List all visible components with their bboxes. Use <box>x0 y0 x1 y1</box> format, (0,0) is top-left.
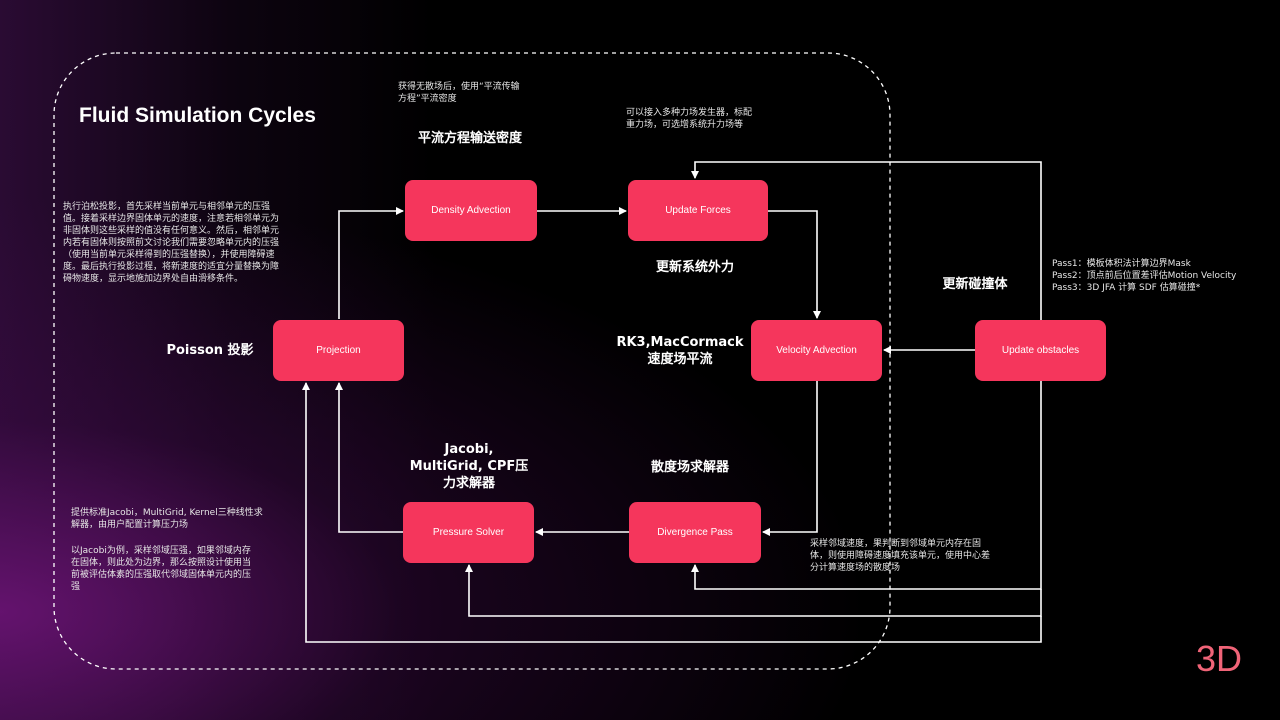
arrow-forces-to-velocity <box>768 210 821 319</box>
arrow-projection-to-density <box>338 207 404 319</box>
note-projection-line1: 执行泊松投影，首先采样当前单元与相邻单元的压强 <box>63 202 271 212</box>
note-solver-b-line2: 在固体，则此处为边界，那么按照设计使用当 <box>71 558 252 568</box>
note-projection-line6: 度。最后执行投影过程，将新速度的适宜分量替换为障 <box>63 262 280 272</box>
label-divergence-pass: 散度场求解器 <box>650 460 729 475</box>
corner-3d-label: 3D <box>1196 638 1243 679</box>
label-pressure-solver-line3: 力求解器 <box>442 476 495 491</box>
cycle-boundary <box>53 52 891 670</box>
arrow-velocity-to-divergence <box>762 381 818 536</box>
note-solver-b-line4: 强 <box>71 582 81 592</box>
note-update-obstacles: Pass1：模板体积法计算边界Mask Pass2：顶点前后位置差评估Motio… <box>1052 258 1274 294</box>
note-divergence-line3: 分计算速度场的散度场 <box>810 563 901 573</box>
arrow-obstacles-to-forces <box>691 161 1042 320</box>
note-projection-line7: 碍物速度，显示地施加边界处自由滑移条件。 <box>63 274 244 284</box>
note-pressure-solver-a: 提供标准Jacobi，MultiGrid, Kernel三种线性求 解器，由用户… <box>71 507 301 531</box>
note-obstacles-line1: Pass1：模板体积法计算边界Mask <box>1052 259 1191 269</box>
arrow-obstacles-to-projection <box>302 382 1042 643</box>
note-solver-b-line1: 以Jacobi为例，采样邻域压强，如果邻域内存 <box>71 546 251 556</box>
note-divergence-line1: 采样邻域速度，果判断到邻域单元内存在固 <box>810 539 982 549</box>
note-solver-b-line3: 前被评估体素的压强取代邻域固体单元内的压 <box>71 570 252 580</box>
note-density-advection: 获得无散场后，使用“平流传输 方程”平流密度 <box>398 81 578 105</box>
label-update-forces: 更新系统外力 <box>655 260 734 275</box>
note-density-line2: 方程”平流密度 <box>398 94 457 104</box>
node-update-obstacles: Update obstacles <box>975 320 1106 381</box>
note-solver-a-line2: 解器，由用户配置计算压力场 <box>71 520 189 530</box>
node-update-forces: Update Forces <box>628 180 768 241</box>
note-obstacles-line2: Pass2：顶点前后位置差评估Motion Velocity <box>1052 271 1237 281</box>
node-pressure-solver: Pressure Solver <box>403 502 534 563</box>
label-velocity-advection-line1: RK3,MacCormack <box>616 335 744 350</box>
arrow-obstacles-to-solver <box>465 564 1042 617</box>
note-obstacles-line3: Pass3：3D JFA 计算 SDF 估算碰撞* <box>1052 283 1201 293</box>
arrow-solver-to-projection <box>335 382 403 533</box>
label-density-advection: 平流方程输送密度 <box>417 131 522 146</box>
label-pressure-solver-line2: MultiGrid, CPF压 <box>409 459 529 474</box>
note-density-line1: 获得无散场后，使用“平流传输 <box>398 82 520 92</box>
note-projection-line5: （使用当前单元采样得到的压强替换），并使用障碍速 <box>63 250 275 260</box>
label-projection: Poisson 投影 <box>166 343 254 358</box>
label-pressure-solver-line1: Jacobi, <box>444 442 494 457</box>
note-forces-line1: 可以接入多种力场发生器，标配 <box>626 108 753 118</box>
note-forces-line2: 重力场，可选增系统升力场等 <box>626 120 744 130</box>
arrow-obstacles-to-divergence <box>691 381 1042 590</box>
note-divergence-line2: 体，则使用障碍速度填充该单元，使用中心差 <box>810 551 991 561</box>
node-divergence-pass: Divergence Pass <box>629 502 761 563</box>
note-solver-a-line1: 提供标准Jacobi，MultiGrid, Kernel三种线性求 <box>71 508 263 518</box>
label-update-obstacles: 更新碰撞体 <box>942 277 1008 292</box>
diagram-title: Fluid Simulation Cycles <box>79 104 316 127</box>
note-pressure-solver-b: 以Jacobi为例，采样邻域压强，如果邻域内存 在固体，则此处为边界，那么按照设… <box>71 545 301 593</box>
note-projection-line2: 值。接着采样边界固体单元的速度，注意若相邻单元为 <box>63 214 280 224</box>
note-projection-line3: 非固体则这些采样的值没有任何意义。然后，相邻单元 <box>63 226 280 236</box>
node-density-advection: Density Advection <box>405 180 537 241</box>
note-projection-line4: 内若有固体则按照前文讨论我们需要忽略单元内的压强 <box>63 238 280 248</box>
node-velocity-advection: Velocity Advection <box>751 320 882 381</box>
note-projection: 执行泊松投影，首先采样当前单元与相邻单元的压强 值。接着采样边界固体单元的速度，… <box>63 201 325 285</box>
note-divergence-pass: 采样邻域速度，果判断到邻域单元内存在固 体，则使用障碍速度填充该单元，使用中心差… <box>810 538 1035 574</box>
note-update-forces: 可以接入多种力场发生器，标配 重力场，可选增系统升力场等 <box>626 107 806 131</box>
label-velocity-advection: RK3,MacCormack 速度场平流 <box>610 334 750 368</box>
label-pressure-solver: Jacobi, MultiGrid, CPF压 力求解器 <box>394 441 544 492</box>
node-projection: Projection <box>273 320 404 381</box>
label-velocity-advection-line2: 速度场平流 <box>647 352 713 367</box>
